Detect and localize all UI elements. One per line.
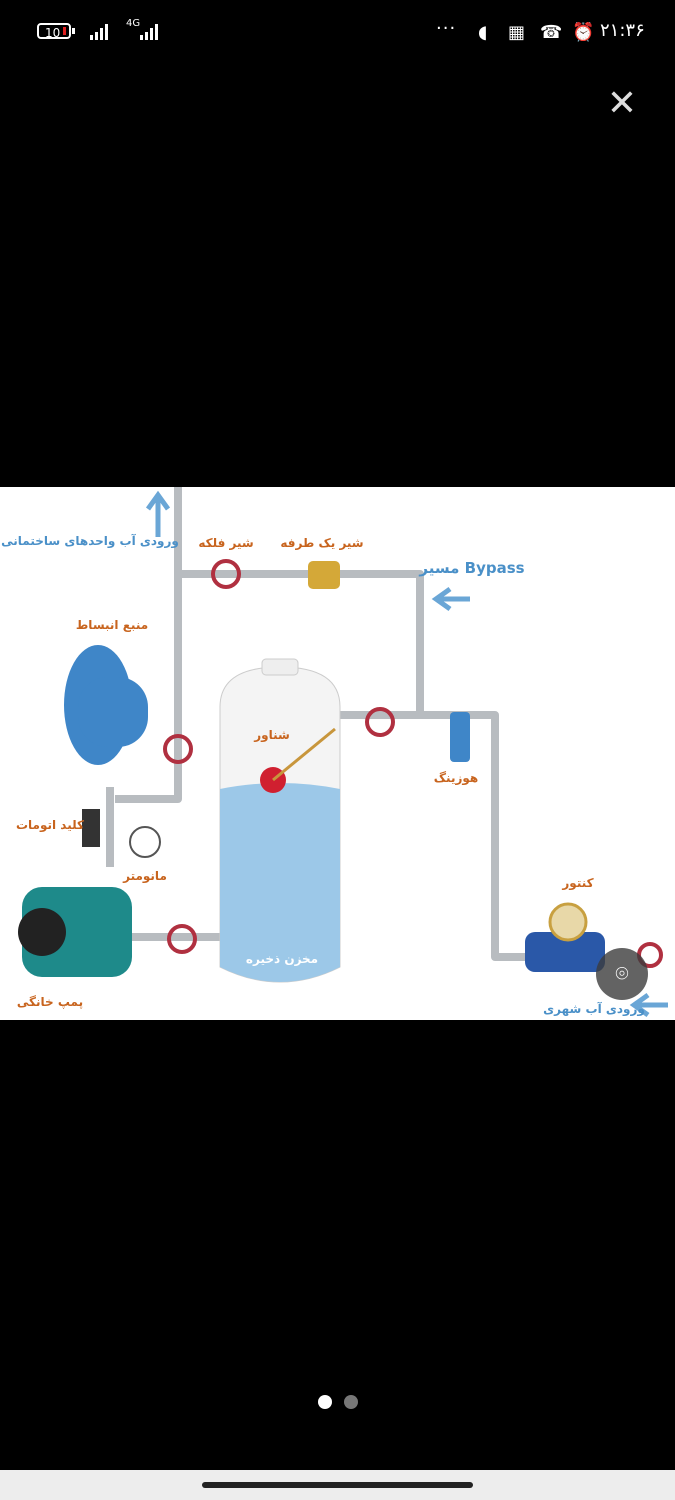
alarm-icon: ⏰ [572,22,595,43]
more-notifications: ··· [436,18,457,39]
label-storage-tank: مخزن ذخیره [246,952,318,966]
diagram-image: ورودی آب واحدهای ساختمانی شیر فلکه شیر ی… [0,487,675,1020]
signal-icon-2 [140,24,158,40]
battery-icon: 10 [37,23,71,40]
network-type: 4G [126,18,141,29]
label-float: شناور [253,728,290,743]
missed-call-icon: ☎ [540,22,563,43]
label-bypass: مسیر Bypass [418,559,524,577]
page-dot-2[interactable] [343,1395,358,1409]
label-housing: هوزینگ [434,771,478,786]
qr-icon: ▦ [508,22,526,43]
label-building-inlet: ورودی آب واحدهای ساختمانی [1,533,179,549]
label-expansion-tank: منبع انبساط [76,618,148,632]
page-dot-1[interactable] [317,1395,332,1409]
app-icon: ◖ [478,22,488,43]
clock: ۲۱:۳۶ [600,20,645,41]
page-indicator [0,1395,675,1409]
label-manometer: مانومتر [122,869,167,884]
label-gate-valve: شیر فلکه [198,536,253,550]
label-auto-switch: کلید اتومات [16,818,84,833]
label-meter: کنتور [561,876,593,891]
lens-icon[interactable]: ⌾ [596,948,648,1000]
label-check-valve: شیر یک طرفه [280,536,363,550]
navigation-bar [0,1470,675,1500]
label-pump: پمپ خانگی [17,995,83,1009]
signal-icon [90,24,108,40]
label-city-inlet: ورودی آب شهری [543,1001,645,1017]
close-icon[interactable]: ✕ [606,83,638,124]
status-bar: 10 4G ··· ◖ ▦ ☎ ⏰ ۲۱:۳۶ [0,0,675,64]
home-handle[interactable] [202,1482,473,1488]
